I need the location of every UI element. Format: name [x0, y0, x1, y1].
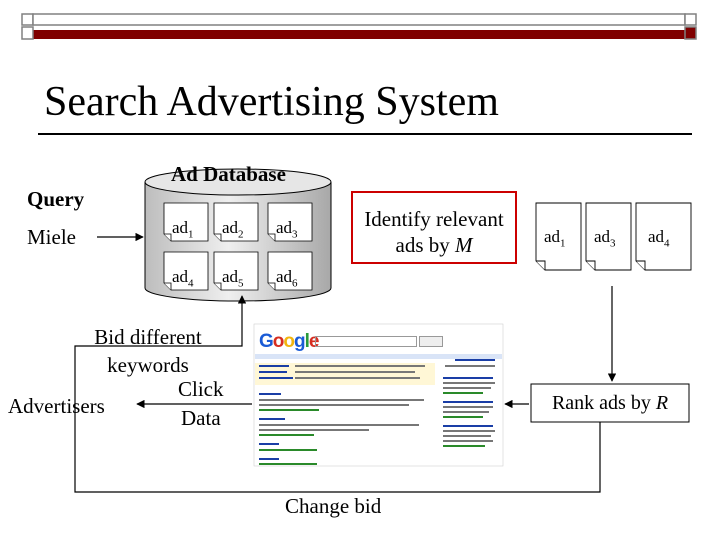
serp-text-line — [259, 434, 314, 436]
click-data-line1: Click — [178, 377, 224, 401]
bid-keywords-line1: Bid different — [94, 325, 202, 349]
ad-doc-fold-2 — [214, 233, 222, 241]
serp-text-line — [295, 365, 425, 367]
google-logo: Google — [259, 331, 320, 353]
serp-text-line — [259, 443, 279, 445]
serp-text-line — [443, 401, 493, 403]
advertisers-label: Advertisers — [8, 394, 105, 418]
identify-line1: Identify relevant — [364, 207, 504, 231]
serp-text-line — [259, 399, 424, 401]
bid-keywords-line2: keywords — [107, 353, 189, 377]
query-heading: Query — [27, 187, 85, 211]
google-logo-letter: G — [259, 331, 274, 352]
serp-text-line — [443, 406, 493, 408]
serp-text-line — [443, 411, 489, 413]
serp-text-line — [259, 377, 293, 379]
serp-text-line — [259, 449, 317, 451]
serp-search-button — [419, 336, 443, 347]
page-title: Search Advertising System — [44, 79, 499, 125]
selected-ad-4: ad4 — [648, 227, 670, 250]
click-data-line2: Data — [181, 406, 221, 430]
change-bid-loop — [74, 295, 601, 493]
serp-text-line — [259, 418, 285, 420]
serp-results-bar — [255, 354, 502, 359]
serp-text-line — [259, 424, 419, 426]
serp-text-line — [259, 393, 281, 395]
serp-text-line — [443, 440, 493, 442]
header-bar-bottom — [22, 30, 696, 39]
serp-text-line — [259, 409, 319, 411]
serp-text-line — [259, 463, 317, 465]
serp-text-line — [295, 371, 415, 373]
serp-text-line — [443, 382, 495, 384]
google-logo-letter: g — [294, 331, 306, 352]
serp-text-line — [443, 425, 493, 427]
db-ad-6: ad6 — [276, 267, 298, 290]
ad-doc-icon-5 — [213, 251, 259, 291]
serp-text-line — [259, 371, 287, 373]
header-bar-bottom-left-box — [21, 26, 34, 40]
serp-text-line — [445, 365, 495, 367]
header-bar-right-box — [684, 13, 697, 26]
identify-line2: ads by M — [395, 233, 473, 257]
db-ad-1: ad1 — [172, 218, 194, 241]
serp-top-ads-bg — [255, 363, 435, 385]
serp-text-line — [259, 458, 279, 460]
ad-doc-fold-4 — [164, 282, 172, 290]
ad-doc-icon-1 — [163, 202, 209, 242]
ad-doc-icon-2 — [213, 202, 259, 242]
ad-doc-fold-1 — [164, 233, 172, 241]
ad-doc-fold-3 — [268, 233, 276, 241]
ad-doc-icon-3 — [267, 202, 313, 242]
db-ad-2: ad2 — [222, 218, 244, 241]
google-logo-letter: e — [308, 331, 320, 352]
serp-text-line — [443, 416, 483, 418]
change-bid-label: Change bid — [285, 494, 382, 518]
rank-box — [530, 383, 690, 423]
serp-screenshot: Google — [255, 325, 502, 465]
db-ad-4: ad4 — [172, 267, 194, 290]
db-ad-3: ad3 — [276, 218, 298, 241]
serp-text-line — [443, 377, 493, 379]
header-bar-left-box — [21, 13, 34, 26]
serp-text-line — [443, 445, 485, 447]
ad-doc-fold-5 — [214, 282, 222, 290]
serp-text-line — [295, 377, 420, 379]
google-logo-letter: o — [272, 331, 285, 352]
serp-text-line — [443, 392, 483, 394]
serp-search-box — [315, 336, 417, 347]
selected-ad-1: ad1 — [544, 227, 566, 250]
serp-text-line — [443, 435, 491, 437]
ad-doc-icons — [163, 202, 313, 291]
ad-doc-fold-6 — [268, 282, 276, 290]
db-ad-5: ad5 — [222, 267, 244, 290]
header-bar-bottom-right-box — [684, 26, 697, 40]
rank-label: Rank ads by R — [551, 392, 669, 414]
google-logo-letter: o — [283, 331, 295, 352]
selected-ad-3: ad3 — [594, 227, 616, 250]
ad-doc-icon-4 — [163, 251, 209, 291]
ad-doc-icon-6 — [267, 251, 313, 291]
serp-text-line — [443, 430, 495, 432]
google-logo-letter: l — [304, 331, 310, 352]
identify-box — [351, 191, 517, 264]
selected-ad-docs — [535, 202, 692, 271]
query-text: Miele — [27, 225, 76, 249]
serp-text-line — [259, 365, 289, 367]
serp-text-line — [443, 387, 491, 389]
header-bar-top — [32, 13, 686, 26]
serp-text-line — [259, 429, 369, 431]
serp-text-line — [455, 359, 495, 361]
ad-database-label: Ad Database — [171, 162, 286, 186]
serp-text-line — [259, 404, 409, 406]
